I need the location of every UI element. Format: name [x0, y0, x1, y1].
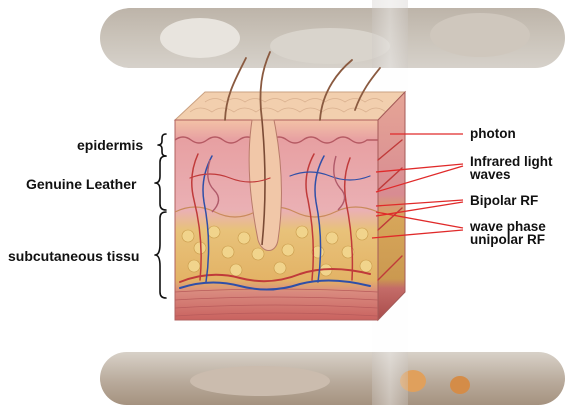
label-bipolar-rf: Bipolar RF	[470, 194, 538, 208]
label-infrared-line2: waves	[470, 168, 553, 181]
label-photon: photon	[470, 127, 516, 141]
label-epidermis: epidermis	[77, 138, 143, 152]
bracket-genuine-leather	[155, 156, 166, 210]
bracket-epidermis	[158, 134, 166, 156]
label-genuine-leather: Genuine Leather	[26, 177, 136, 191]
label-subcutaneous-tissue: subcutaneous tissu	[8, 249, 139, 263]
label-wave-phase-unipolar: wave phase unipolar RF	[470, 220, 546, 246]
label-infrared-light-waves: Infrared light waves	[470, 155, 553, 181]
label-unipolar-rf: unipolar RF	[470, 233, 546, 246]
skin-surface	[175, 92, 405, 120]
bracket-subcutaneous	[155, 212, 166, 298]
